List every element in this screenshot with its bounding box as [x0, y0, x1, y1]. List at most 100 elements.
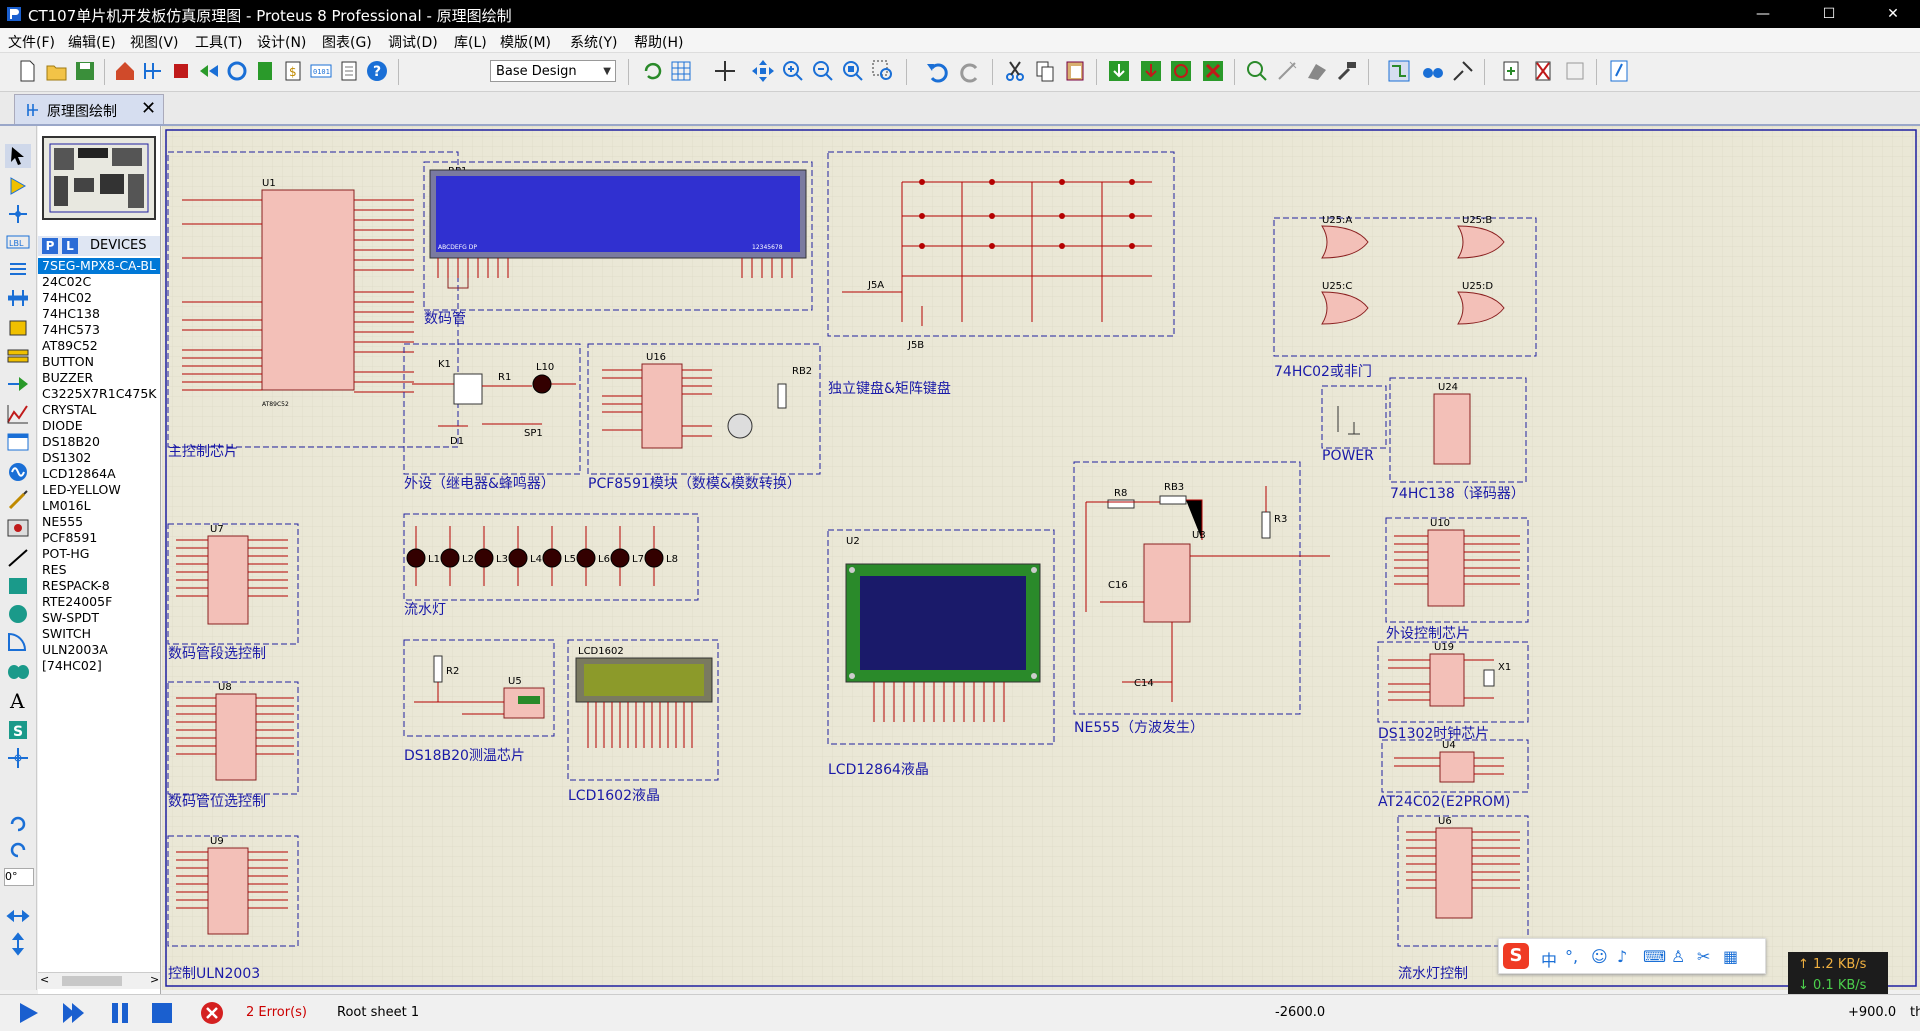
arc-draw-icon[interactable] [5, 630, 31, 654]
ds18b20-block[interactable]: R2 U5 DS18B20测温芯片 [403, 639, 555, 764]
text-tool-icon[interactable]: A [5, 688, 31, 712]
pcf8591-block[interactable]: U16 RB2 PCF8591模块（数模&模数转换） [587, 343, 821, 492]
script-editor-icon[interactable] [1606, 58, 1632, 84]
library-manager-button[interactable]: L [62, 238, 78, 254]
close-tab-icon[interactable]: ✕ [141, 98, 157, 119]
block-move-icon[interactable] [1138, 58, 1164, 84]
seg-bit-latch-block[interactable]: U8 数码管位选控制 [167, 681, 299, 810]
schematic-canvas[interactable]: U1 AT89C52 RP1 主控制芯片 ABCDEFG DP 12345678… [162, 126, 1920, 990]
save-icon[interactable] [72, 58, 98, 84]
ne555-block[interactable]: R8 RB3 R3 U3 C16 C14 NE555（方波发生） [1073, 461, 1330, 736]
close-button[interactable]: ✕ [1887, 6, 1899, 22]
power-block[interactable]: POWER [1321, 385, 1387, 464]
device-list-item[interactable]: AT89C52 [42, 338, 98, 353]
device-list-item[interactable]: RTE24005F [42, 594, 113, 609]
relay-buzzer-block[interactable]: K1 R1 L10 D1 SP1 外设（继电器&蜂鸣器） [403, 343, 581, 492]
menu-system[interactable]: 系统(Y) [570, 35, 618, 51]
maximize-button[interactable]: ☐ [1822, 6, 1836, 22]
stop-icon[interactable] [150, 1001, 174, 1025]
menu-tools[interactable]: 工具(T) [195, 35, 243, 51]
graph-mode-icon[interactable] [5, 402, 31, 426]
new-sheet-icon[interactable] [1498, 58, 1524, 84]
punctuation-icon[interactable]: °, [1565, 947, 1579, 966]
uln-latch-block[interactable]: U9 控制ULN2003 [167, 835, 299, 982]
device-list-item[interactable]: RES [42, 562, 67, 577]
nor-gate-block[interactable]: U25:A U25:B U25:C U25:D 74HC02或非门 [1273, 215, 1537, 380]
ds1302-block[interactable]: U19 X1 DS1302时钟芯片 [1377, 641, 1529, 742]
design-explorer-icon[interactable] [252, 58, 278, 84]
device-list-item[interactable]: DIODE [42, 418, 83, 433]
device-list-item[interactable]: RESPACK-8 [42, 578, 110, 593]
toolbox-icon[interactable]: ▦ [1723, 947, 1739, 966]
ime-mode[interactable]: 中 [1541, 951, 1558, 970]
overview-window[interactable] [42, 136, 156, 220]
design-variant-select[interactable]: Base Design▼ [490, 60, 616, 82]
generator-icon[interactable] [5, 460, 31, 484]
tape-recorder-icon[interactable] [5, 430, 31, 454]
open-folder-icon[interactable] [44, 58, 70, 84]
exit-to-parent-icon[interactable] [1562, 58, 1588, 84]
mirror-horizontal-icon[interactable] [5, 904, 31, 928]
skin-icon[interactable]: ✂ [1697, 947, 1711, 966]
device-list-item[interactable]: CRYSTAL [42, 402, 97, 417]
uln2003-block[interactable]: U10 外设控制芯片 [1385, 517, 1529, 642]
block-rotate-icon[interactable] [1168, 58, 1194, 84]
refresh-icon[interactable] [640, 58, 666, 84]
redo-icon[interactable] [958, 58, 984, 84]
wire-autorouter-icon[interactable] [1386, 58, 1412, 84]
device-list-item[interactable]: POT-HG [42, 546, 90, 561]
package-tool-icon[interactable] [1304, 58, 1330, 84]
device-list-item[interactable]: ULN2003A [42, 642, 108, 657]
menu-library[interactable]: 库(L) [454, 35, 487, 51]
device-pin-icon[interactable] [5, 372, 31, 396]
grid-toggle-icon[interactable] [668, 58, 694, 84]
tab-schematic-capture[interactable]: 原理图绘制 ✕ [14, 94, 164, 124]
keyboard-icon[interactable]: ⌨ [1643, 947, 1667, 966]
decoder-block[interactable]: U24 74HC138（译码器） [1389, 377, 1527, 502]
pause-icon[interactable] [108, 1001, 132, 1025]
component-mode-icon[interactable] [5, 174, 31, 198]
symbol-tool-icon[interactable]: S [5, 718, 31, 742]
scroll-right-icon[interactable]: > [150, 973, 160, 986]
help-icon[interactable]: ? [364, 58, 390, 84]
3d-view-icon[interactable] [196, 58, 222, 84]
property-assign-icon[interactable] [1450, 58, 1476, 84]
at24c02-block[interactable]: U4 AT24C02(E2PROM) [1378, 739, 1529, 810]
pick-devices-button[interactable]: P [42, 238, 58, 254]
zoom-out-icon[interactable] [810, 58, 836, 84]
menu-view[interactable]: 视图(V) [130, 35, 179, 51]
pcb-icon[interactable] [168, 58, 194, 84]
menu-help[interactable]: 帮助(H) [634, 35, 684, 51]
error-icon[interactable] [200, 1001, 224, 1025]
microphone-icon[interactable]: ♪ [1617, 947, 1628, 966]
play-icon[interactable] [16, 1001, 40, 1025]
led-latch-block[interactable]: U6 流水灯控制 [1397, 815, 1529, 982]
keypad-block[interactable]: J5A J5B 独立键盘&矩阵键盘 [827, 151, 1175, 397]
voltage-probe-icon[interactable] [5, 488, 31, 512]
device-list-item[interactable]: 74HC02 [42, 290, 92, 305]
device-list-item[interactable]: LM016L [42, 498, 91, 513]
zoom-all-icon[interactable] [840, 58, 866, 84]
rotate-ccw-icon[interactable] [5, 838, 31, 862]
pick-device-icon[interactable] [1244, 58, 1270, 84]
zoom-in-icon[interactable] [780, 58, 806, 84]
selection-mode-icon[interactable] [5, 144, 31, 168]
device-list-item[interactable]: LED-YELLOW [42, 482, 121, 497]
menu-design[interactable]: 设计(N) [257, 35, 307, 51]
text-script-icon[interactable] [5, 258, 31, 282]
scroll-left-icon[interactable]: < [40, 973, 50, 986]
device-list-item[interactable]: 7SEG-MPX8-CA-BL [38, 258, 160, 274]
notes-icon[interactable] [336, 58, 362, 84]
search-tag-icon[interactable] [1420, 58, 1446, 84]
box-draw-icon[interactable] [5, 574, 31, 598]
new-file-icon[interactable] [14, 58, 40, 84]
rotation-angle-field[interactable]: 0° [4, 868, 34, 886]
line-draw-icon[interactable] [5, 546, 31, 570]
bus-icon[interactable] [5, 286, 31, 310]
device-list-item[interactable]: BUTTON [42, 354, 94, 369]
device-list-item[interactable]: NE555 [42, 514, 84, 529]
menu-edit[interactable]: 编辑(E) [68, 35, 116, 51]
device-list-item[interactable]: SWITCH [42, 626, 92, 641]
source-code-icon[interactable]: 0101 [308, 58, 334, 84]
subcircuit-icon[interactable] [5, 316, 31, 340]
